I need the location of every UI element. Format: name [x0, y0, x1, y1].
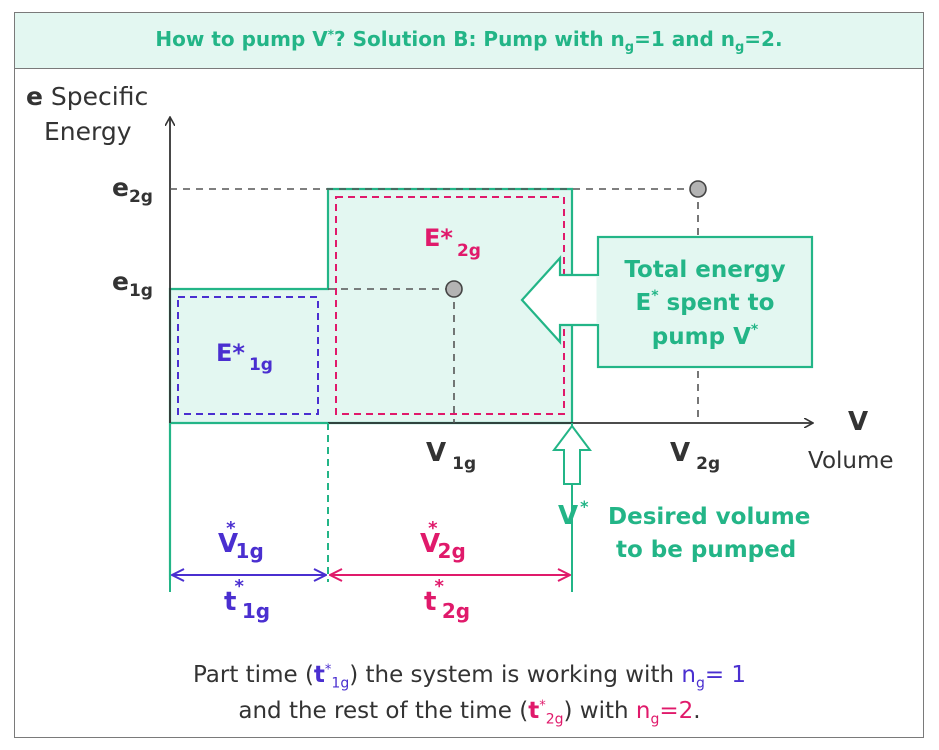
- callout-line-3: pump V*: [652, 322, 759, 350]
- diagram-frame: How to pump V*? Solution B: Pump with ng…: [14, 12, 924, 738]
- callout-box: [596, 235, 814, 369]
- energy-label-1g: E*1g: [216, 339, 273, 375]
- callout-line-1: Total energy: [624, 257, 785, 283]
- caption-line-2: and the rest of the time (t*2g) with ng=…: [238, 698, 701, 728]
- energy-box-1g: [177, 296, 319, 415]
- caption-line-1: Part time (t*1g) the system is working w…: [192, 662, 747, 692]
- energy-label-2g: E*2g: [424, 224, 481, 261]
- y-axis-label: e Specific: [26, 82, 148, 111]
- desired-volume-line-1: Desired volume: [608, 504, 810, 530]
- interval-v2g: V*2g: [420, 518, 466, 563]
- desired-volume-symbol: V*: [558, 497, 589, 531]
- desired-volume-arrow: [552, 424, 592, 485]
- operating-point-1g: [445, 280, 463, 298]
- x-axis-label: Volume: [808, 448, 894, 474]
- tick-e1g: e1g: [112, 267, 153, 301]
- title-text: How to pump V*? Solution B: Pump with ng…: [155, 26, 783, 55]
- x-axis-symbol: V: [848, 407, 868, 437]
- interval-v1g: V*1g: [218, 518, 264, 563]
- interval-t1g: t*1g: [224, 576, 270, 623]
- title-banner: How to pump V*? Solution B: Pump with ng…: [15, 13, 923, 69]
- interval-t2g: t*2g: [424, 576, 470, 623]
- tick-e2g: e2g: [112, 173, 153, 207]
- desired-volume-line-2: to be pumped: [616, 537, 796, 563]
- callout-arrow: [520, 255, 598, 345]
- operating-point-2g: [689, 180, 707, 198]
- region-1g: [170, 289, 328, 423]
- callout-line-2: E* spent to: [636, 288, 775, 316]
- y-axis-label-line2: Energy: [44, 117, 132, 146]
